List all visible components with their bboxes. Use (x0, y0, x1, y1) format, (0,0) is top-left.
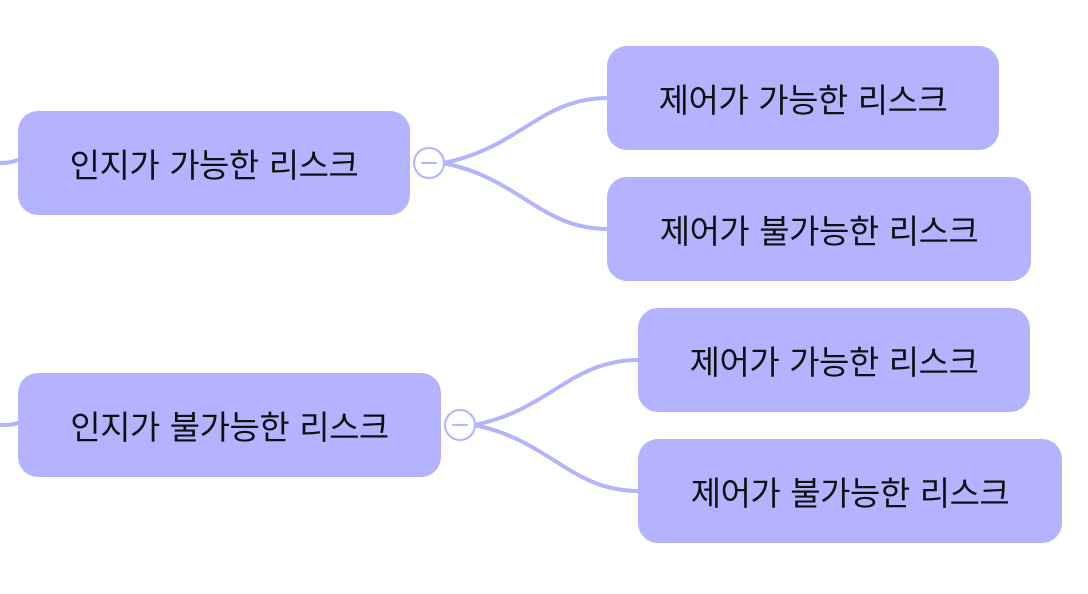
child-node-2-1-label: 제어가 가능한 리스크 (689, 343, 979, 382)
branch-node-1[interactable]: 인지가 가능한 리스크 (18, 111, 410, 215)
branch-node-1-label: 인지가 가능한 리스크 (69, 146, 359, 185)
child-node-2-2-label: 제어가 불가능한 리스크 (690, 474, 1010, 513)
minus-icon (452, 423, 468, 427)
minus-icon (421, 161, 437, 165)
connector-incoming-2 (0, 421, 20, 427)
child-node-2-2[interactable]: 제어가 불가능한 리스크 (638, 439, 1062, 543)
child-node-1-2-label: 제어가 불가능한 리스크 (659, 212, 979, 251)
branch-node-2-label: 인지가 불가능한 리스크 (70, 408, 389, 447)
connector-branch-2-child-2 (472, 423, 641, 493)
connector-branch-1-child-2 (441, 161, 610, 231)
collapse-toggle-branch-1[interactable] (413, 147, 445, 179)
connector-incoming-1 (0, 158, 20, 165)
child-node-1-1-label: 제어가 가능한 리스크 (658, 81, 948, 120)
branch-node-2[interactable]: 인지가 불가능한 리스크 (18, 373, 441, 477)
connector-branch-2-child-1 (472, 358, 641, 427)
child-node-2-1[interactable]: 제어가 가능한 리스크 (638, 308, 1030, 412)
collapse-toggle-branch-2[interactable] (444, 409, 476, 441)
child-node-1-1[interactable]: 제어가 가능한 리스크 (607, 46, 999, 150)
child-node-1-2[interactable]: 제어가 불가능한 리스크 (607, 177, 1031, 281)
connector-branch-1-child-1 (441, 96, 610, 165)
